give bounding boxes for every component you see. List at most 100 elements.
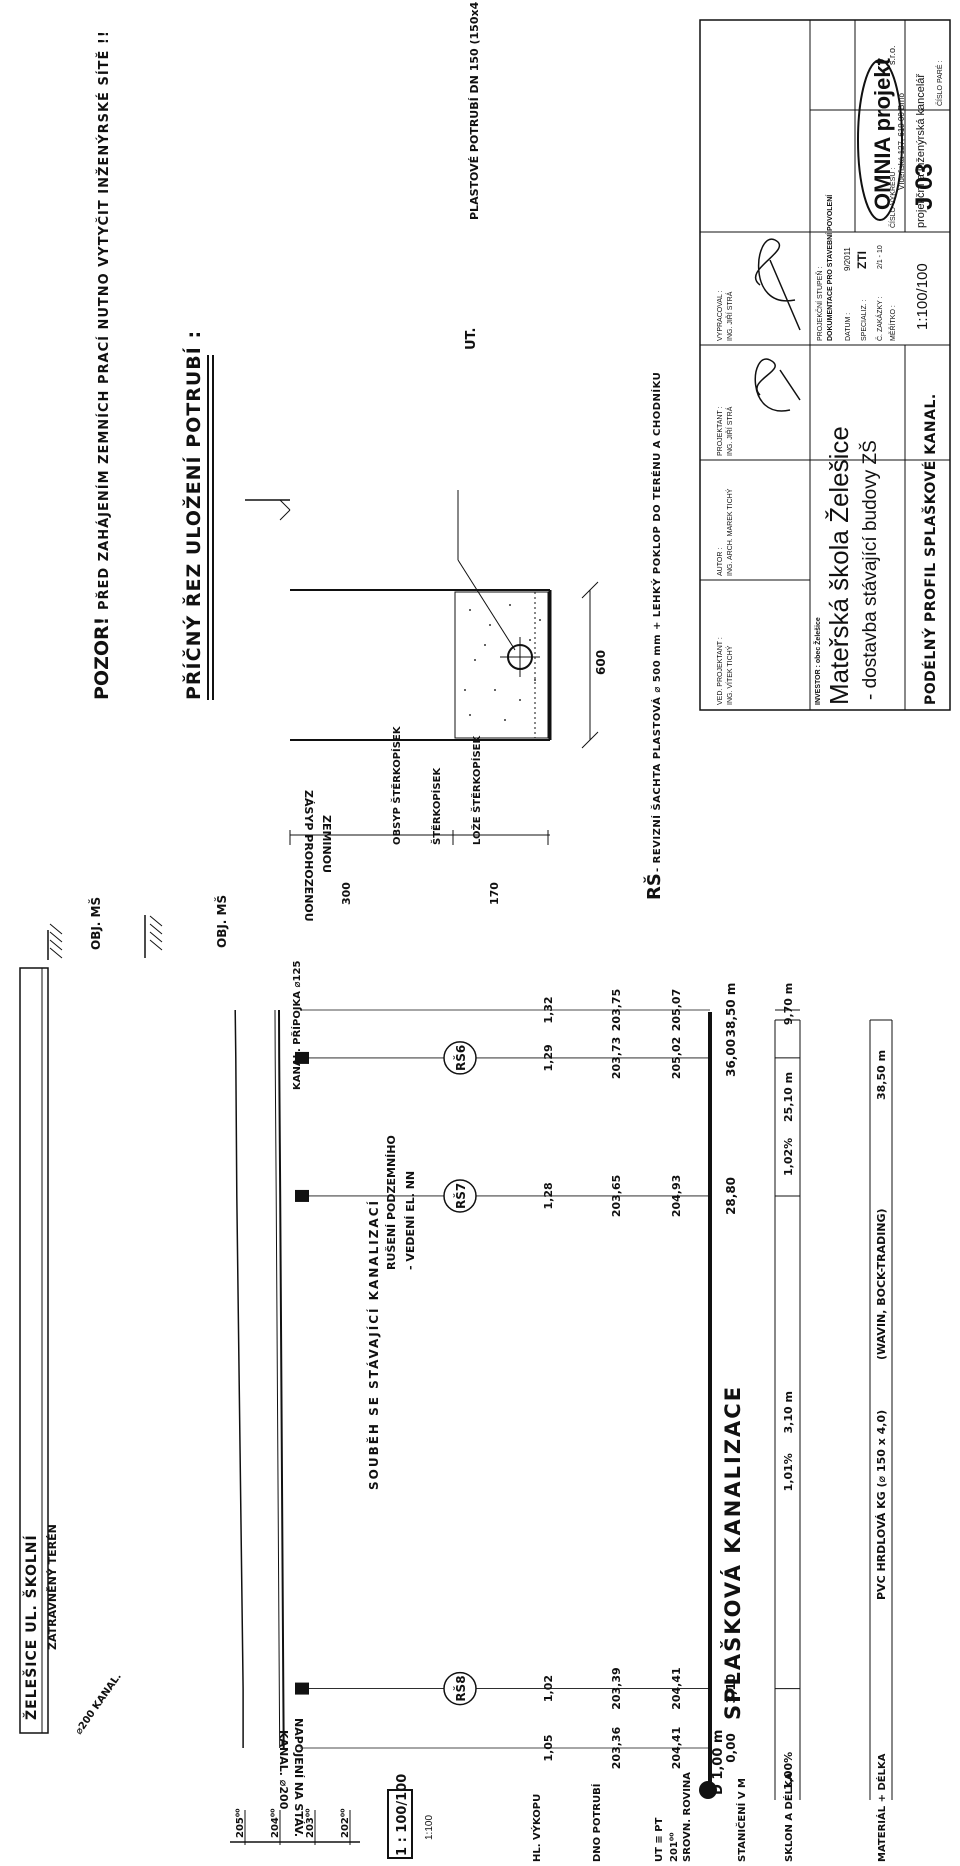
- pipe-bottom-2: 203,65: [610, 1175, 623, 1217]
- scale-box-group: 1 : 100/100: [395, 1774, 410, 1856]
- stage: DOKUMENTACE PRO STAVEBNÍ POVOLENÍ: [825, 194, 834, 341]
- excavation-depth-2-group: 1,28: [542, 1182, 555, 1209]
- parallel-note: SOUBĚH SE STÁVAJÍCÍ KANALIZACÍ: [366, 1199, 381, 1490]
- signature-vypracoval-icon: [754, 238, 801, 331]
- date-group: DATUM : 9/2011: [843, 247, 852, 341]
- manhole-RŠ6-icon: [443, 1041, 477, 1075]
- dn-label-group: D 1,00 m: [711, 1730, 726, 1795]
- company-name: OMNIA projekt: [870, 57, 895, 210]
- removal-1: RUŠENÍ PODZEMNÍHO: [385, 1135, 398, 1270]
- pipe-bottom-4-group: 203,75: [610, 989, 623, 1031]
- obj-ms-group: OBJ. MŠ: [88, 897, 103, 950]
- company-address-group: Vídeňská 127, 619 00 Brno: [897, 92, 906, 190]
- total-length: 38,50 m: [875, 1050, 888, 1100]
- spec-group: SPECIALIZ. : ZTI: [855, 251, 869, 341]
- segment-length-1-group: 25,10 m: [782, 1072, 795, 1122]
- segment-length-0: 3,10 m: [782, 1391, 795, 1433]
- company-suffix: s.r.o.: [887, 45, 897, 65]
- width-dim: 600: [594, 650, 608, 675]
- obj-ms2-group: OBJ. MŠ: [214, 895, 229, 948]
- terrain: ZATRAVNĚNÝ TERÉN: [46, 1524, 59, 1650]
- segment-length-0-group: 3,10 m: [782, 1391, 795, 1433]
- layer-1: OBSYP ŠTĚRKOPÍSEK: [390, 725, 403, 845]
- dn-label: D 1,00 m: [711, 1730, 726, 1795]
- excavation-depth-1: 1,02: [542, 1675, 555, 1702]
- segment-slope-1: 1,02%: [782, 1138, 795, 1176]
- terrain-elev-3: 205,02: [670, 1037, 683, 1079]
- terrain-elev-4: 205,07: [670, 989, 683, 1031]
- pipe-spec: PVC HRDLOVÁ KG (⌀ 150 x 4,0): [875, 1410, 888, 1600]
- spec-label: SPECIALIZ. :: [861, 299, 868, 341]
- station-2-group: 28,80: [724, 1177, 738, 1215]
- segment-length-1: 25,10 m: [782, 1072, 795, 1122]
- drawing-name-group: PODÉLNÝ PROFIL SPLAŠKOVÉ KANAL.: [921, 393, 939, 705]
- warning-head: POZOR!: [91, 617, 113, 700]
- project-sub-group: - dostavba stávající budovy ZŠ: [859, 440, 881, 700]
- parallel-group: SOUBĚH SE STÁVAJÍCÍ KANALIZACÍ: [366, 1199, 381, 1490]
- terrain-line: [234, 1009, 244, 1748]
- tick2-group: 203⁰⁰: [305, 1808, 316, 1838]
- cross-section-drawing: [245, 490, 599, 845]
- drawing-no-label-group: ČÍSLO VÝKRESU :: [888, 168, 897, 228]
- order-label: Č. ZAKÁZKY :: [875, 296, 884, 341]
- pipe-bottom-0: 203,36: [610, 1726, 623, 1769]
- rowlabel3: SROVN. ROVINA: [682, 1772, 693, 1862]
- start-node-icon: [699, 1781, 717, 1799]
- station-3: 36,00: [724, 1039, 738, 1077]
- terrain-elev-3-group: 205,02: [670, 1037, 683, 1079]
- layer-sterkopisek: ŠTĚRKOPÍSEK: [430, 767, 443, 845]
- manhole-label-1-group: RŠ7: [453, 1183, 468, 1209]
- date: 9/2011: [843, 247, 852, 271]
- pipe-firm: (WAVIN, BOCK-TRADING): [875, 1208, 888, 1360]
- backfill-line2: ZEMINOU: [320, 815, 333, 873]
- layer-3: LOŽE ŠTĚRKOPÍSEK: [470, 734, 483, 845]
- drawing-no-group: J 03: [911, 163, 938, 210]
- vypracoval: VYPRACOVAL : ING. JIŘÍ STRÁ: [717, 290, 734, 341]
- segment-length-2-group: 9,70 m: [782, 983, 795, 1025]
- projektant: PROJEKTANT : ING. JIŘÍ STRÁ: [717, 406, 734, 456]
- station-0-group: 0,00: [724, 1733, 738, 1763]
- station-3-group: 36,00: [724, 1039, 738, 1077]
- ved-projektant-label: VED. PROJEKTANT :: [717, 637, 724, 705]
- obj-ms: OBJ. MŠ: [88, 897, 103, 950]
- pipe-note: PLASTOVÉ POTRUBÍ DN 150 (150x4 mm) KG: [468, 0, 481, 220]
- manhole-label-0-group: RŠ8: [453, 1675, 468, 1701]
- drawing-no: J 03: [911, 163, 938, 210]
- dim-300-group: 300: [340, 882, 353, 905]
- excavation-depth-2: 1,28: [542, 1182, 555, 1209]
- pipe-bottom-0-group: 203,36: [610, 1726, 623, 1769]
- order: 2/1 - 10: [877, 245, 884, 269]
- kanal-pipe-group: KANAL. PŘÍPOJKA ⌀125: [290, 961, 303, 1090]
- excavation-depth-0-group: 1,05: [542, 1734, 555, 1761]
- date-label: DATUM :: [845, 313, 852, 341]
- terrain-elev-1: 204,41: [670, 1667, 683, 1709]
- station-1: 3,10: [724, 1674, 738, 1704]
- dim-300: 300: [340, 882, 353, 905]
- excavation-depth-4-group: 1,32: [542, 996, 555, 1023]
- investor: INVESTOR : obec Želešice: [813, 617, 822, 705]
- tick0-group: 205⁰⁰: [235, 1808, 246, 1838]
- elev-tick-204: 204⁰⁰: [270, 1808, 281, 1838]
- scale-label: MĚŘÍTKO :: [888, 305, 897, 341]
- scale: 1:100/100: [914, 263, 931, 330]
- slope-first-group: 1,00%: [782, 1752, 795, 1790]
- autor-label: AUTOR :: [717, 548, 724, 576]
- terrain-elev-0-group: 204,41: [670, 1727, 683, 1769]
- main-title: SPLAŠKOVÁ KANALIZACE: [720, 1385, 745, 1720]
- manhole-mark-2: [295, 1051, 309, 1064]
- station-1-group: 3,10: [724, 1674, 738, 1704]
- project-sub: - dostavba stávající budovy ZŠ: [859, 440, 881, 700]
- spec: ZTI: [855, 251, 869, 269]
- layer-2: ŠTĚRKOPÍSEK: [430, 767, 443, 845]
- company-suffix-group: s.r.o.: [887, 45, 897, 65]
- street-name: ŽELEŠICE UL. ŠKOLNÍ: [22, 1534, 40, 1720]
- warning-text: PŘED ZAHÁJENÍM ZEMNÍCH PRACÍ NUTNO VYTYČ…: [96, 30, 112, 610]
- manhole-RŠ7-icon: [443, 1179, 477, 1213]
- connection: NAPOJENÍ NA STÁV.: [292, 1718, 305, 1837]
- pipe-spec-group: PVC HRDLOVÁ KG (⌀ 150 x 4,0): [875, 1410, 888, 1600]
- pipe-line: [278, 1009, 285, 1749]
- segment-slope-1-group: 1,02%: [782, 1138, 795, 1176]
- cross-section-title: PŘÍČNÝ ŘEZ ULOŽENÍ POTRUBÍ :: [181, 330, 214, 700]
- manhole-RŠ8-icon: [443, 1671, 477, 1706]
- terrain-elev-1-group: 204,41: [670, 1667, 683, 1709]
